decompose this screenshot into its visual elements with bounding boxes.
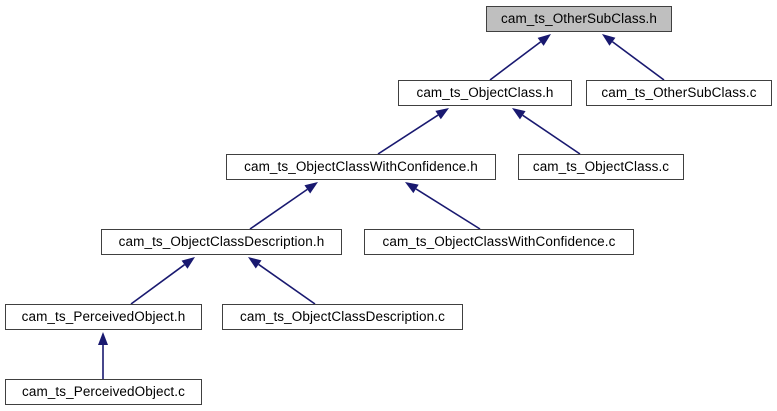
arrowhead-icon	[512, 108, 526, 120]
arrowhead-icon	[602, 34, 616, 46]
graph-node-label: cam_ts_ObjectClass.h	[416, 85, 554, 101]
graph-node-cam-ts-othersubclass-h[interactable]: cam_ts_OtherSubClass.h	[486, 6, 672, 32]
graph-node-cam-ts-objectclass-c[interactable]: cam_ts_ObjectClass.c	[518, 154, 684, 180]
graph-node-label: cam_ts_PerceivedObject.h	[21, 309, 186, 325]
arrowhead-icon	[248, 257, 262, 269]
graph-node-label: cam_ts_ObjectClassWithConfidence.h	[244, 159, 478, 175]
graph-edge	[405, 182, 481, 230]
graph-edge	[249, 182, 318, 230]
graph-node-label: cam_ts_ObjectClassWithConfidence.c	[382, 234, 616, 250]
graph-node-cam-ts-objectclass-h[interactable]: cam_ts_ObjectClass.h	[398, 80, 572, 106]
graph-node-cam-ts-othersubclass-c[interactable]: cam_ts_OtherSubClass.c	[586, 80, 772, 106]
graph-node-cam-ts-objectclasswithconfidence-h[interactable]: cam_ts_ObjectClassWithConfidence.h	[226, 154, 496, 180]
arrowhead-icon	[181, 257, 195, 269]
graph-edge	[377, 108, 449, 155]
graph-node-cam-ts-perceivedobject-h[interactable]: cam_ts_PerceivedObject.h	[5, 304, 202, 330]
graph-node-label: cam_ts_ObjectClassDescription.c	[240, 309, 445, 325]
graph-edge	[248, 257, 316, 305]
graph-node-cam-ts-objectclassdescription-h[interactable]: cam_ts_ObjectClassDescription.h	[101, 229, 342, 255]
graph-node-label: cam_ts_ObjectClass.c	[532, 159, 670, 175]
graph-node-cam-ts-objectclassdescription-c[interactable]: cam_ts_ObjectClassDescription.c	[222, 304, 463, 330]
graph-edge	[512, 108, 581, 155]
graph-edge	[489, 34, 551, 81]
arrowhead-icon	[405, 182, 419, 194]
graph-edge	[130, 257, 195, 305]
graph-edge	[602, 34, 665, 81]
graph-node-cam-ts-perceivedobject-c[interactable]: cam_ts_PerceivedObject.c	[5, 379, 202, 405]
arrowhead-icon	[537, 34, 551, 46]
arrowhead-icon	[435, 108, 449, 120]
arrowhead-icon	[98, 332, 108, 345]
graph-node-label: cam_ts_PerceivedObject.c	[22, 384, 185, 400]
graph-node-label: cam_ts_OtherSubClass.h	[500, 11, 658, 27]
graph-node-label: cam_ts_OtherSubClass.c	[601, 85, 757, 101]
graph-node-cam-ts-objectclasswithconfidence-c[interactable]: cam_ts_ObjectClassWithConfidence.c	[364, 229, 634, 255]
graph-edge	[98, 332, 108, 379]
graph-node-label: cam_ts_ObjectClassDescription.h	[118, 234, 325, 250]
arrowhead-icon	[304, 182, 318, 194]
